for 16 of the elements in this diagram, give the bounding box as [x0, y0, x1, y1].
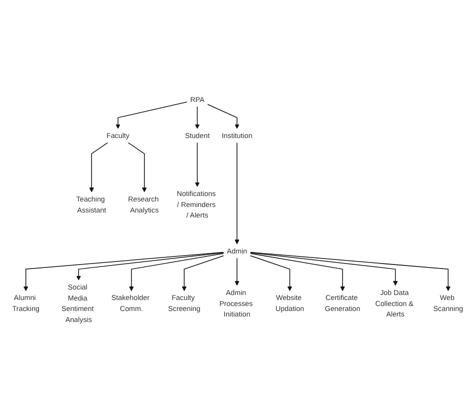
arrow [234, 142, 240, 244]
arrow [194, 106, 200, 129]
arrow [250, 252, 398, 286]
arrow [128, 142, 147, 192]
arrow [23, 252, 224, 292]
arrow [76, 252, 224, 280]
arrow [250, 253, 345, 292]
arrow [250, 252, 451, 292]
arrow [250, 255, 292, 292]
arrow [194, 142, 200, 187]
arrow [89, 142, 108, 192]
arrow [234, 258, 240, 286]
arrow [182, 255, 224, 292]
arrow [116, 102, 188, 129]
arrow [129, 253, 224, 292]
arrow [207, 104, 240, 129]
